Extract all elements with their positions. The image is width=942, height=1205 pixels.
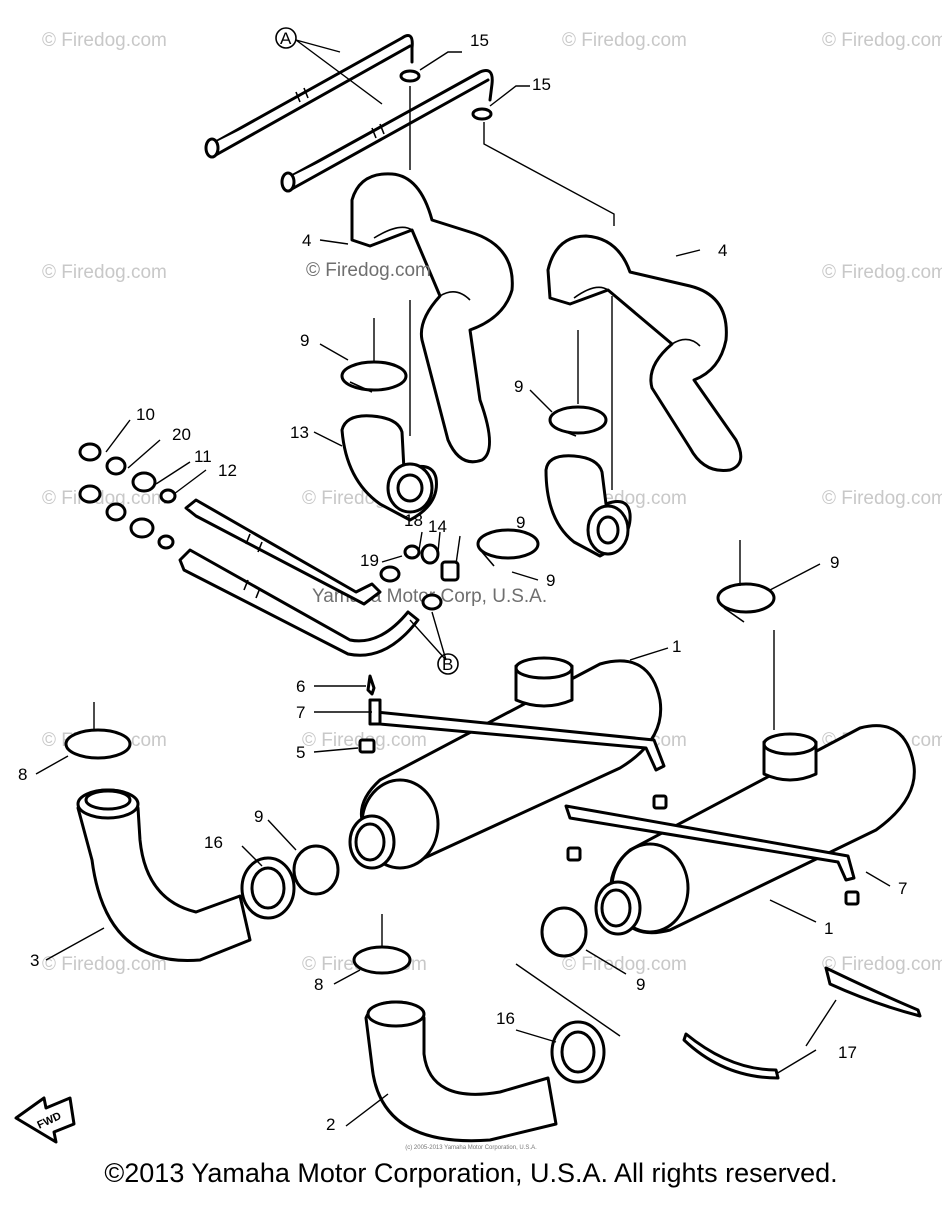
fittings-18-19-14: [379, 543, 460, 611]
callout-10: 10: [136, 405, 155, 424]
muffler-1-right: [594, 724, 916, 936]
callout-labels: A B 15 15 4 4 9 9 13 10 20 11 12 18 14 1…: [18, 27, 907, 1134]
callout-circle-b: [437, 653, 459, 675]
water-hoses-b: [178, 498, 420, 657]
elbow-joint-13-right: [544, 454, 632, 558]
callout-7b: 7: [898, 879, 907, 898]
callout-9d: 9: [546, 571, 555, 590]
callout-1: 1: [672, 637, 681, 656]
callout-circle-a: [275, 27, 297, 49]
callout-3: 3: [30, 951, 39, 970]
leader-lines: [35, 39, 891, 1127]
callout-11: 11: [194, 447, 212, 466]
rubber-joint-16: [240, 856, 606, 1084]
callout-1b: 1: [824, 919, 833, 938]
callout-6: 6: [296, 677, 305, 696]
callout-15b: 15: [532, 75, 551, 94]
callout-a: A: [280, 29, 292, 48]
callout-14: 14: [428, 517, 447, 536]
callout-12: 12: [218, 461, 237, 480]
exhaust-pipe-4-right: [546, 234, 743, 473]
hose-clamp-9-upper: [340, 360, 608, 437]
callout-5: 5: [296, 743, 305, 762]
exhaust-pipe-3: [76, 788, 252, 963]
callout-15: 15: [470, 31, 489, 50]
watermark: © Firedog.com: [42, 488, 167, 509]
hose-clamp-15: [399, 69, 493, 121]
callout-9g: 9: [636, 975, 645, 994]
watermark: © Firedog.com: [42, 954, 167, 975]
callout-9: 9: [300, 331, 309, 350]
bolt-6-nut-5: [358, 674, 376, 754]
forward-arrow-icon: FWD: [14, 1096, 76, 1144]
watermark: © Firedog.com: [562, 954, 687, 975]
hose-clamp-9-middle: [476, 528, 776, 623]
callout-13: 13: [290, 423, 309, 442]
callout-9b: 9: [514, 377, 523, 396]
water-hoses-a: [204, 34, 494, 193]
exhaust-pipe-2: [364, 1000, 558, 1143]
watermark: © Firedog.com: [822, 488, 942, 509]
callout-17: 17: [838, 1043, 857, 1062]
callout-8b: 8: [314, 975, 323, 994]
watermark: © Firedog.com: [42, 262, 167, 283]
fine-print: (c) 2005-2013 Yamaha Motor Corporation, …: [405, 1145, 537, 1151]
strap-7-upper: [368, 698, 666, 772]
copyright-footer: ©2013 Yamaha Motor Corporation, U.S.A. A…: [104, 1158, 838, 1188]
callout-7: 7: [296, 703, 305, 722]
callout-20: 20: [172, 425, 191, 444]
callout-2: 2: [326, 1115, 335, 1134]
watermark: © Firedog.com: [822, 262, 942, 283]
callout-19: 19: [360, 551, 379, 570]
fittings-10-20-11-12: [78, 442, 177, 550]
hose-clamp-8: [64, 728, 412, 975]
callout-4b: 4: [718, 241, 727, 260]
callout-b: B: [442, 655, 453, 674]
callout-9c: 9: [516, 513, 525, 532]
watermark: © Firedog.com: [822, 954, 942, 975]
hose-clamp-9-lower: [292, 844, 588, 958]
callout-18: 18: [404, 511, 423, 530]
watermark: © Firedog.com: [562, 30, 687, 51]
elbow-joint-13: [340, 414, 438, 522]
callout-8: 8: [18, 765, 27, 784]
center-watermark: © Firedog.com: [306, 260, 431, 281]
watermark: © Firedog.com: [42, 30, 167, 51]
exhaust-pipe-4-left: [350, 172, 514, 464]
muffler-1-left: [348, 656, 663, 870]
callout-9f: 9: [254, 807, 263, 826]
callout-16: 16: [204, 833, 223, 852]
watermark: © Firedog.com: [822, 30, 942, 51]
callout-9e: 9: [830, 553, 839, 572]
guard-17: [682, 966, 922, 1080]
strap-7-lower: [564, 794, 860, 906]
callout-4: 4: [302, 231, 311, 250]
callout-16b: 16: [496, 1009, 515, 1028]
